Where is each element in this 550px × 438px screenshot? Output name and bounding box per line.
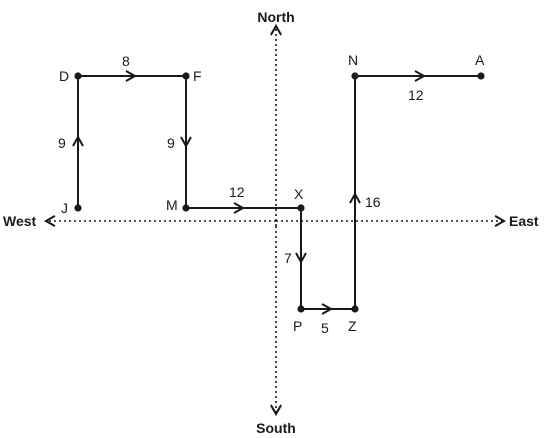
arrow-z-n bbox=[349, 191, 361, 204]
distance-j-d: 9 bbox=[58, 135, 66, 151]
west-label: West bbox=[3, 213, 37, 229]
point-p bbox=[297, 305, 305, 313]
distance-n-a: 12 bbox=[408, 87, 424, 103]
arrow-f-m bbox=[180, 136, 192, 149]
arrow-j-d bbox=[72, 134, 84, 147]
label-point-m: M bbox=[166, 197, 178, 213]
arrow-d-f bbox=[125, 70, 138, 82]
compass-axes bbox=[43, 23, 507, 417]
point-m bbox=[182, 204, 190, 212]
label-point-j: J bbox=[61, 200, 68, 216]
label-point-z: Z bbox=[348, 318, 357, 334]
arrow-x-p bbox=[295, 252, 307, 265]
label-point-d: D bbox=[59, 68, 69, 84]
point-a bbox=[477, 72, 485, 80]
distance-x-p: 7 bbox=[284, 250, 292, 266]
distance-d-f: 8 bbox=[122, 53, 130, 69]
path-points bbox=[74, 72, 485, 313]
north-label: North bbox=[257, 9, 294, 25]
arrow-p-z bbox=[321, 303, 334, 315]
distance-f-m: 9 bbox=[167, 135, 175, 151]
path-segments bbox=[72, 70, 481, 315]
distance-z-n: 16 bbox=[365, 194, 381, 210]
label-point-x: X bbox=[294, 186, 304, 202]
label-point-n: N bbox=[348, 52, 358, 68]
point-j bbox=[74, 204, 82, 212]
point-n bbox=[351, 72, 359, 80]
point-f bbox=[182, 72, 190, 80]
label-point-a: A bbox=[475, 52, 485, 68]
point-x bbox=[297, 204, 305, 212]
south-label: South bbox=[256, 420, 296, 436]
arrow-n-a bbox=[414, 70, 427, 82]
label-point-p: P bbox=[293, 318, 302, 334]
distance-m-x: 12 bbox=[229, 184, 245, 200]
label-point-f: F bbox=[193, 68, 202, 84]
arrow-m-x bbox=[233, 202, 246, 214]
point-z bbox=[351, 305, 359, 313]
distance-p-z: 5 bbox=[321, 320, 329, 336]
point-d bbox=[74, 72, 82, 80]
east-label: East bbox=[509, 213, 539, 229]
